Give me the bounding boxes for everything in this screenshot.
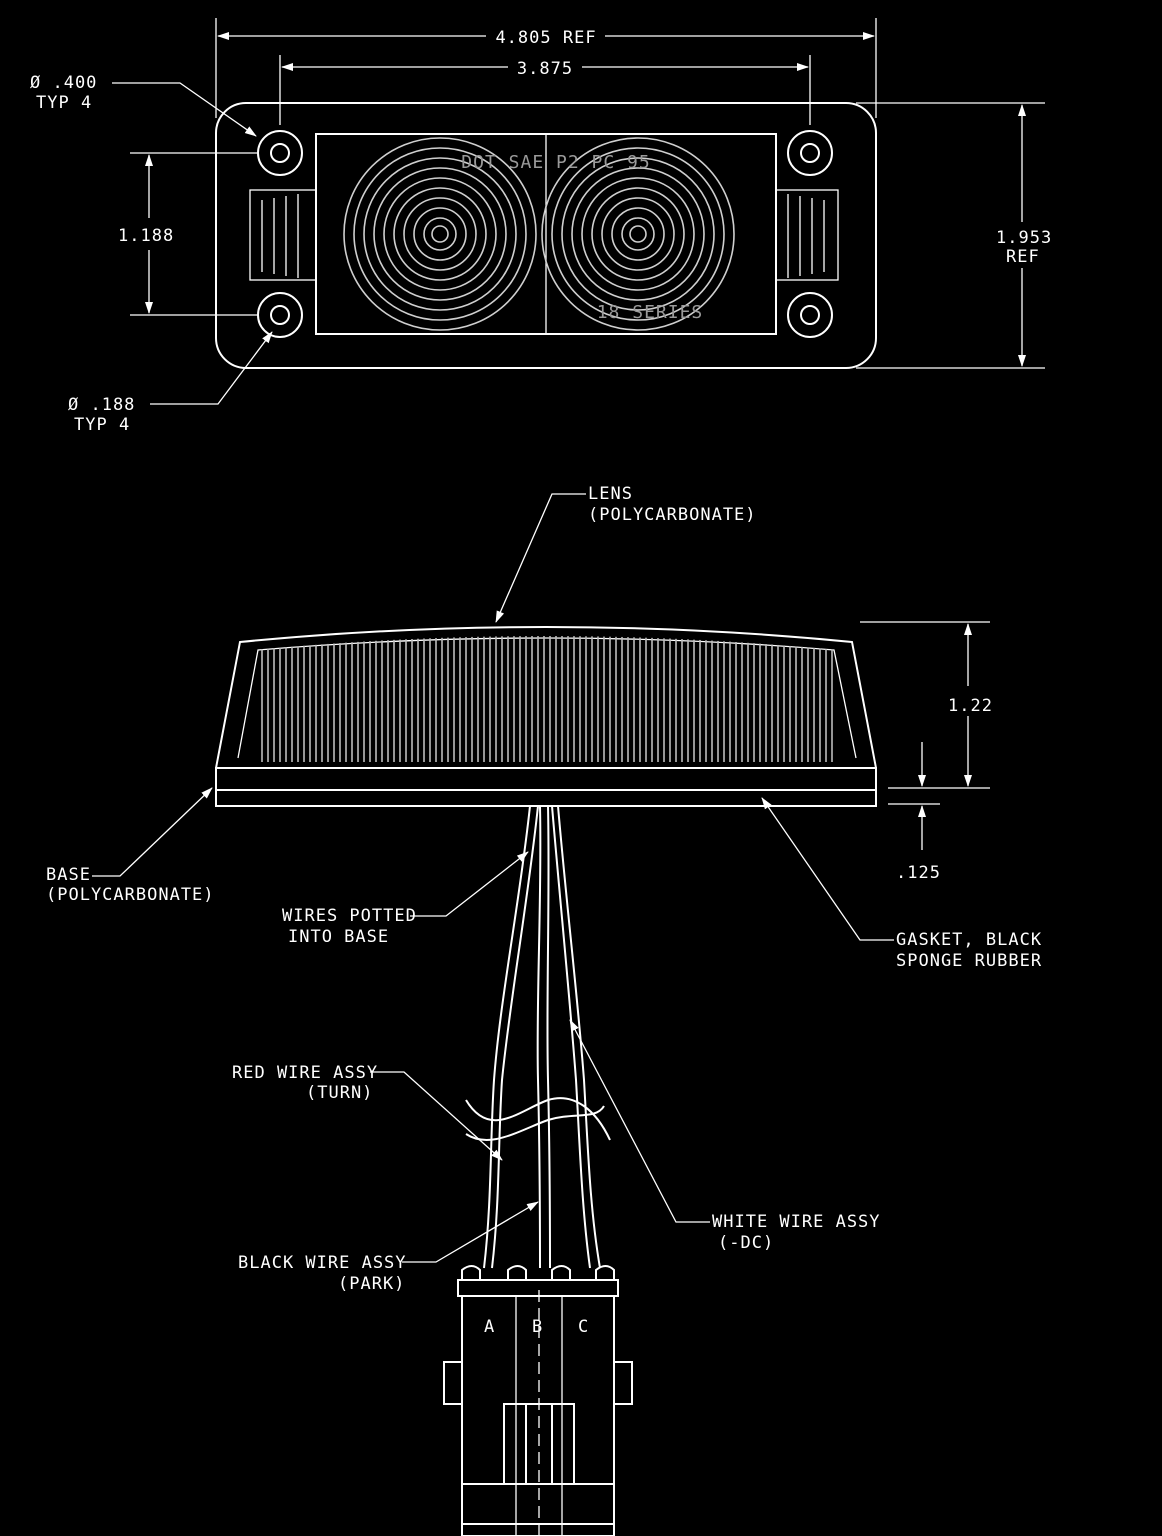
dim-hole-dia-small-label: Ø .188 [68,395,135,415]
dim-overall-height: 1.953 REF [856,102,1052,369]
wires-label-2: INTO BASE [288,927,389,947]
dim-hole-dia-large-note: TYP 4 [36,93,92,113]
dim-hole-dia-large-label: Ø .400 [30,73,97,93]
lamp-body-outline [215,102,877,369]
gasket-label: GASKET, BLACK [896,930,1042,950]
red-wire-label: RED WIRE ASSY [232,1063,378,1083]
dim-vertical-spacing: 1.188 [118,152,258,316]
dim-overall-height-note: REF [1006,247,1040,267]
lens-label: LENS [588,484,633,504]
base-material: (POLYCARBONATE) [46,885,215,905]
pin-label-b: B [532,1317,543,1337]
pin-label-a: A [484,1317,495,1337]
red-wire-callout: RED WIRE ASSY (TURN) [232,1063,503,1161]
pin-label-c: C [578,1317,589,1337]
white-wire-callout: WHITE WIRE ASSY (-DC) [569,1019,881,1253]
black-wire-label: BLACK WIRE ASSY [238,1253,407,1273]
gasket-label-2: SPONGE RUBBER [896,951,1042,971]
dim-hole-dia-small: Ø .188 TYP 4 [68,331,273,435]
dim-hole-dia-large: Ø .400 TYP 4 [30,73,257,137]
gasket-outline [215,789,877,807]
gasket-callout: GASKET, BLACK SPONGE RUBBER [761,797,1042,971]
lens-face: DOT SAE P2 PC 95 18 SERIES [249,133,839,335]
top-view: 4.805 REF 3.875 [30,18,1052,435]
dim-height-label: 1.22 [948,696,993,716]
lens-callout: LENS (POLYCARBONATE) [495,484,757,623]
connector: A B C [443,1265,633,1536]
fresnel-rings-left [343,137,537,331]
dim-overall-height-label: 1.953 [996,228,1052,248]
lens-side-ribs [261,194,825,278]
red-wire-function: (TURN) [306,1083,373,1103]
dim-height: 1.22 [860,621,993,805]
lens-ribs [261,636,833,762]
base-callout: BASE (POLYCARBONATE) [46,787,215,905]
dim-gasket: .125 [896,742,941,883]
dim-vertical-spacing-label: 1.188 [118,226,174,246]
lens-mark-top: DOT SAE P2 PC 95 [461,152,650,173]
wire-bundle [465,805,611,1269]
white-wire-function: (-DC) [718,1233,774,1253]
dim-gasket-label: .125 [896,863,941,883]
dim-hole-dia-small-note: TYP 4 [74,415,130,435]
dim-hole-spacing: 3.875 [281,59,809,79]
wires-label: WIRES POTTED [282,906,417,926]
dim-overall-width: 4.805 REF [217,28,875,48]
dim-hole-spacing-label: 3.875 [517,59,573,79]
dim-overall-width-label: 4.805 REF [495,28,596,48]
lens-mark-bottom: 18 SERIES [597,302,704,323]
base-label: BASE [46,865,91,885]
white-wire-label: WHITE WIRE ASSY [712,1212,881,1232]
lens-material: (POLYCARBONATE) [588,505,757,525]
black-wire-callout: BLACK WIRE ASSY (PARK) [238,1201,539,1294]
lens-profile [215,626,877,769]
wires-callout: WIRES POTTED INTO BASE [282,851,529,947]
side-view: LENS (POLYCARBONATE) 1.22 .125 BASE (POL… [46,484,1042,1536]
black-wire-function: (PARK) [338,1274,405,1294]
fresnel-rings-right [541,137,735,331]
